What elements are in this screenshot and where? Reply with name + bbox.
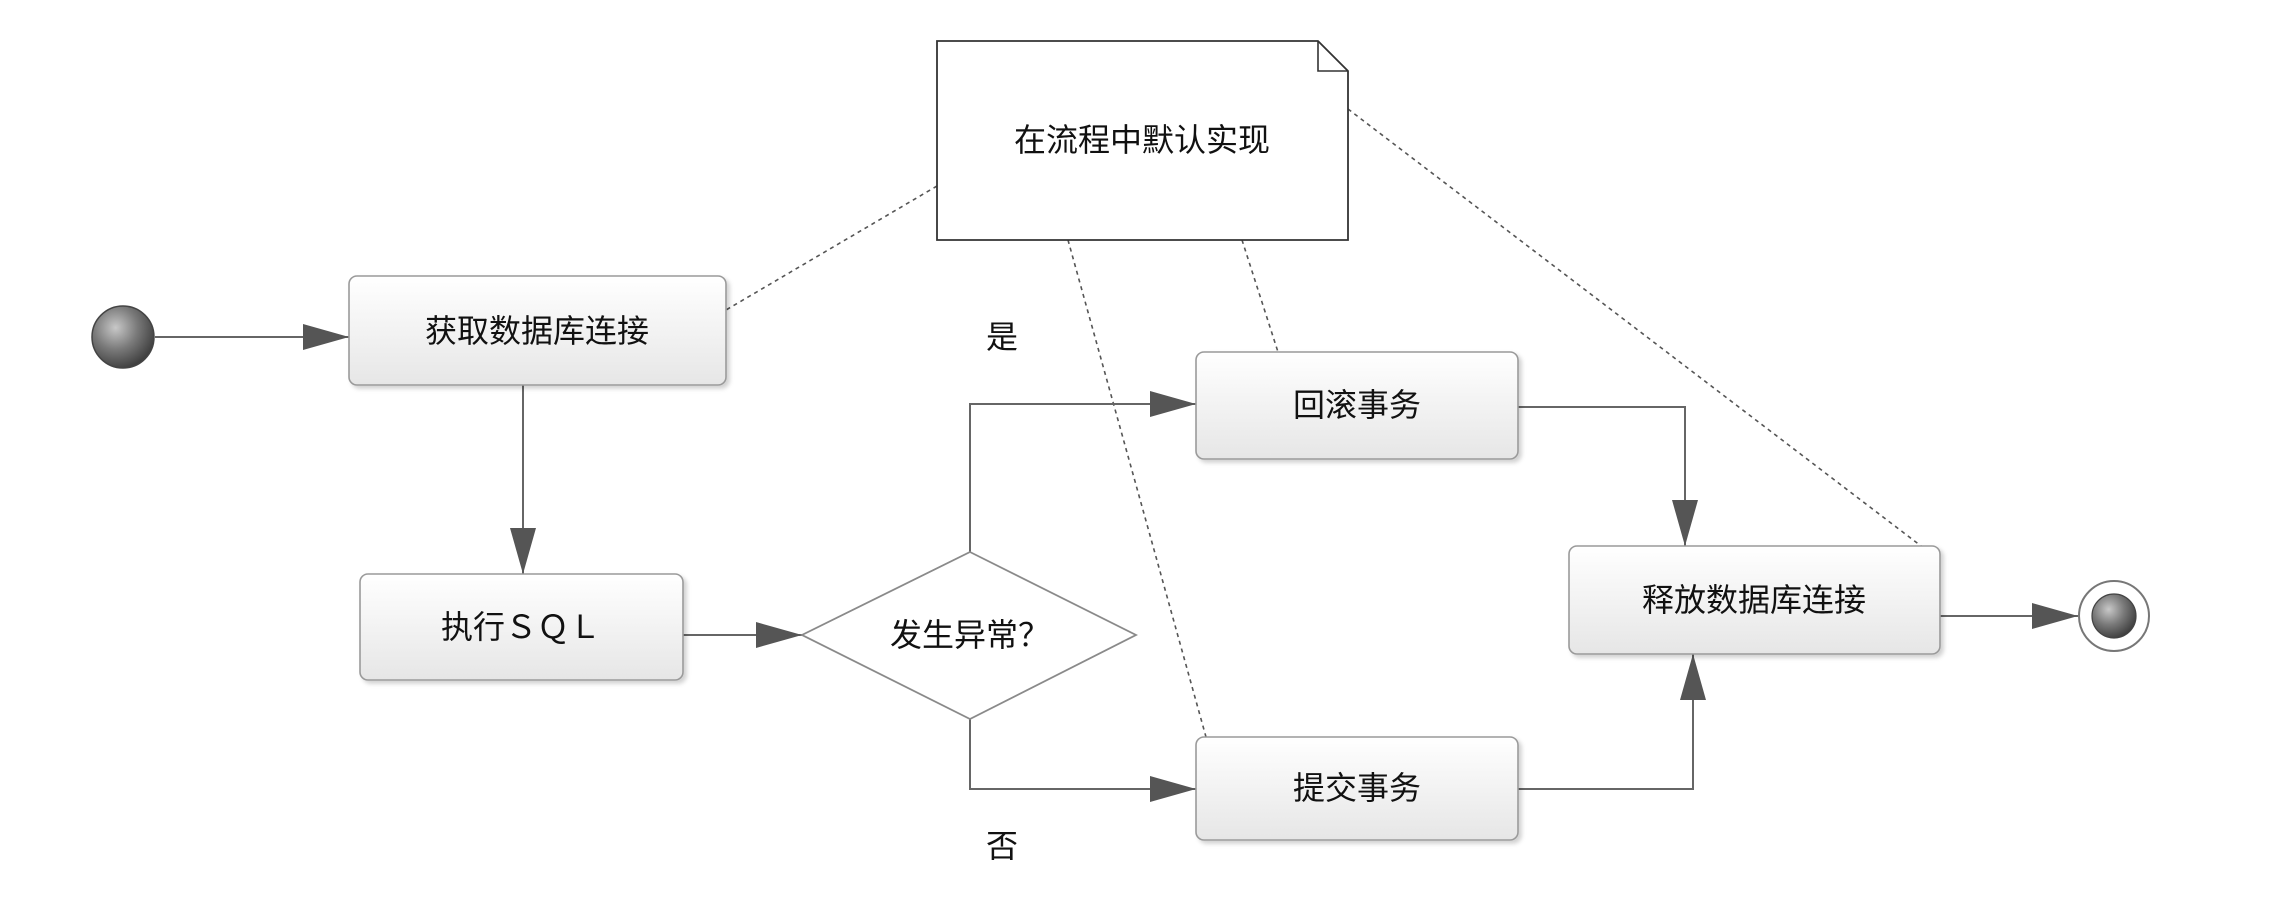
node-get-connection-label: 获取数据库连接 — [425, 312, 649, 350]
node-execute-sql-label: 执行ＳＱＬ — [441, 608, 601, 646]
branch-label-no: 否 — [986, 827, 1018, 865]
flow-decision-no-to-commit — [969, 719, 1196, 802]
branch-label-yes: 是 — [986, 318, 1018, 356]
start-node — [91, 305, 155, 369]
note-label: 在流程中默认实现 — [1014, 121, 1270, 159]
note-link-get-connection — [725, 185, 938, 311]
note-link-release — [1347, 108, 1926, 550]
end-node — [2078, 580, 2150, 652]
note — [936, 40, 1349, 241]
node-rollback-label: 回滚事务 — [1293, 386, 1421, 424]
node-commit — [1195, 736, 1519, 841]
node-release-connection — [1568, 545, 1941, 655]
decision-node — [799, 550, 1139, 721]
note-link-rollback — [1241, 239, 1279, 353]
note-link-commit — [1067, 239, 1207, 738]
decision-node-label: 发生异常？ — [890, 616, 1050, 654]
node-rollback — [1195, 351, 1519, 460]
node-commit-label: 提交事务 — [1293, 769, 1421, 807]
node-get-connection — [348, 275, 727, 386]
flow-rollback-to-release — [1518, 406, 1698, 546]
flow-commit-to-release — [1518, 654, 1706, 790]
node-release-connection-label: 释放数据库连接 — [1642, 581, 1866, 619]
flow-decision-yes-to-rollback — [969, 391, 1196, 552]
node-execute-sql — [359, 573, 684, 681]
